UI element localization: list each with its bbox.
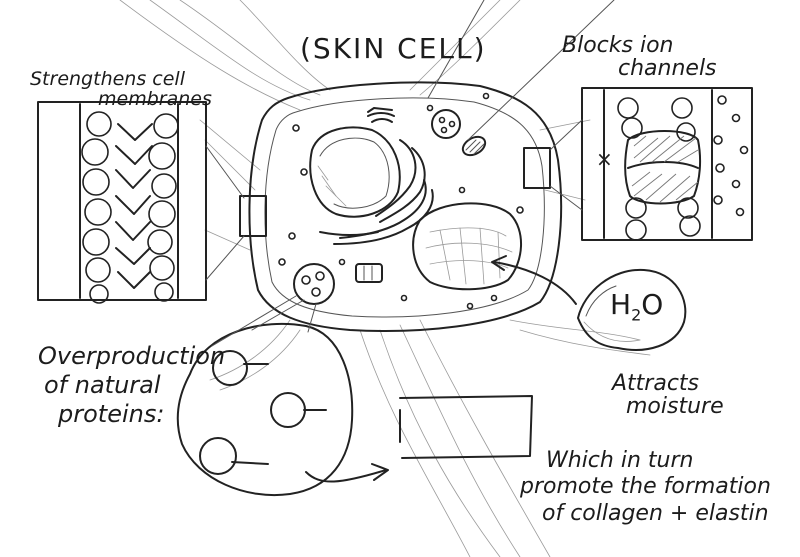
vacuole <box>413 203 521 289</box>
result-label: Which in turn promote the formation of c… <box>520 448 771 527</box>
small-vesicle <box>432 110 460 138</box>
vesicle-label-line1: Overproduction <box>38 342 225 371</box>
result-label-line2: promote the formation <box>520 474 771 500</box>
nucleus-shading <box>318 166 346 206</box>
protein-vesicle <box>294 264 334 304</box>
vacuole-shading <box>426 228 512 284</box>
chevron-lipids <box>116 124 152 288</box>
left-panel-label-line2: membranes <box>30 90 212 110</box>
centriole <box>356 264 382 282</box>
left-panel-label: Strengthens cell membranes <box>30 70 212 110</box>
scattered-ions <box>714 96 748 216</box>
water-subscript: 2 <box>631 306 641 325</box>
mitochondrion <box>460 133 489 159</box>
left-membrane-panel <box>38 102 206 303</box>
cell-body <box>240 82 561 331</box>
left-channel-tab <box>240 196 266 236</box>
golgi-body <box>368 108 394 122</box>
water-label-line2: moisture <box>612 395 724 418</box>
result-label-line3: of collagen + elastin <box>520 501 771 527</box>
right-channel-tab <box>524 148 550 188</box>
protein-to-result-arrow <box>306 464 388 482</box>
water-label: Attracts moisture <box>612 372 724 418</box>
water-label-line1: Attracts <box>612 372 724 395</box>
nucleus <box>310 127 399 216</box>
result-label-line1: Which in turn <box>520 448 771 474</box>
right-panel-label-line2: channels <box>562 57 717 80</box>
right-bead-columns <box>618 98 700 240</box>
right-panel-label: Blocks ion channels <box>562 34 717 80</box>
water-formula: H2O <box>610 290 663 324</box>
water-symbol-h: H <box>610 288 631 321</box>
diagram-title: (SKIN CELL) <box>300 34 487 63</box>
left-panel-label-line1: Strengthens cell <box>30 70 212 90</box>
vesicle-label-line2: of natural <box>38 371 225 400</box>
vesicle-label-line3: proteins: <box>38 400 225 429</box>
right-panel-label-line1: Blocks ion <box>562 34 717 57</box>
blocked-ion-channel <box>625 131 700 204</box>
blocked-mark: × <box>596 147 613 171</box>
left-bead-column <box>82 112 178 303</box>
water-symbol-o: O <box>641 288 663 321</box>
vesicle-label: Overproduction of natural proteins: <box>38 342 225 428</box>
